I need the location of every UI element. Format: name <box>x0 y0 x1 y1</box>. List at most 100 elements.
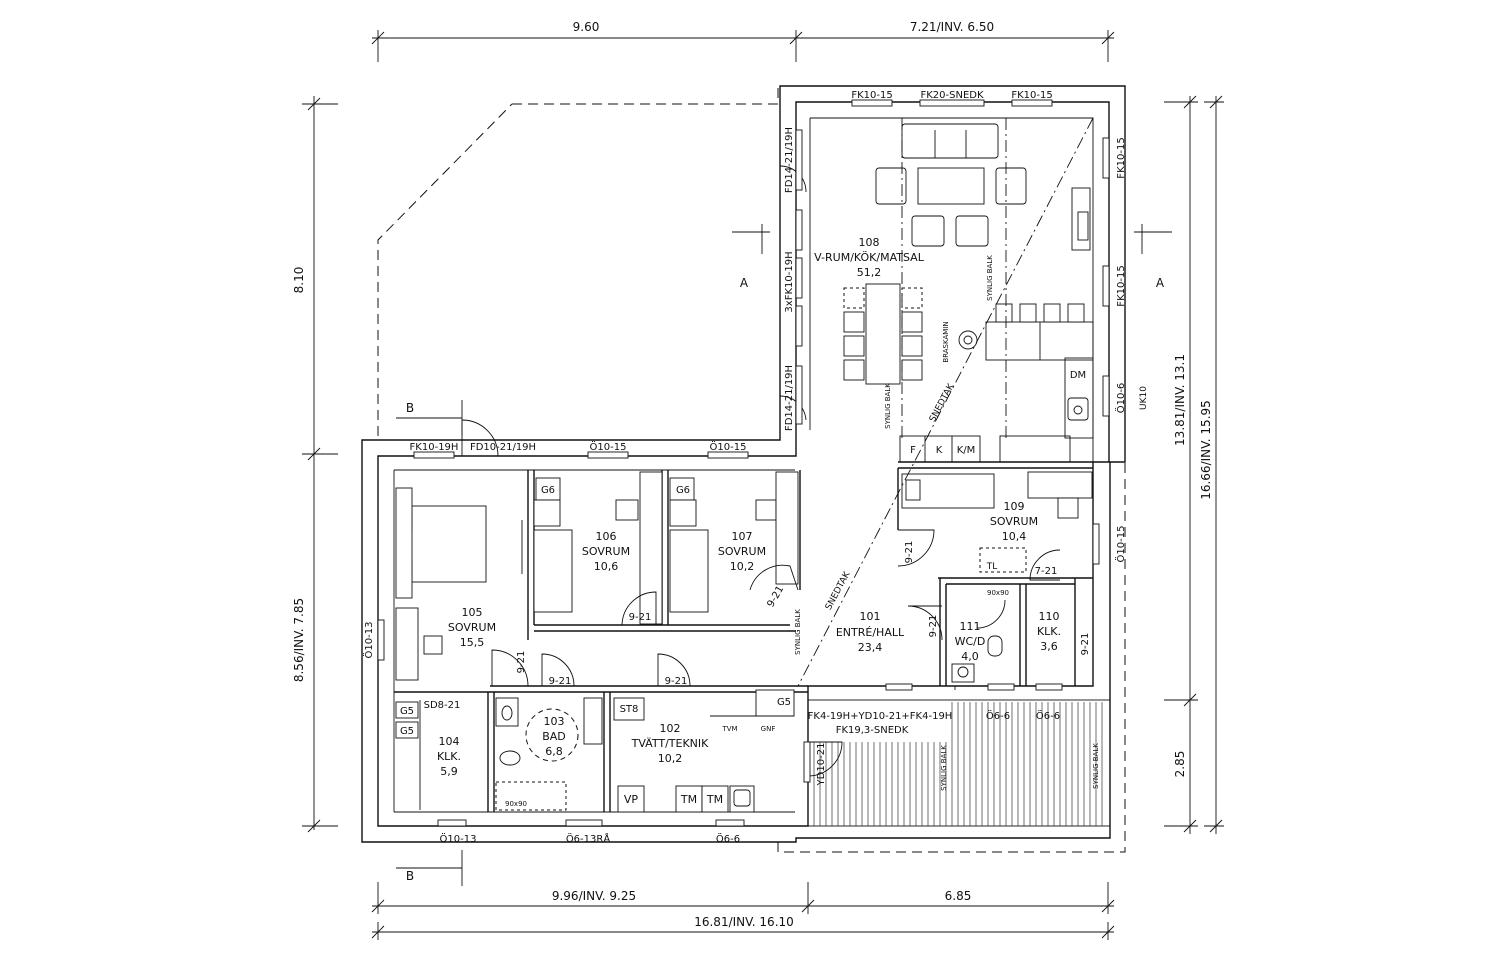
annotation-synlig-balk-1: SYNLIG BALK <box>986 255 994 301</box>
annotation-g6-107: G6 <box>676 485 690 496</box>
room-name: SOVRUM <box>990 515 1038 528</box>
room-name: KLK. <box>1037 625 1061 638</box>
window-label-top-2: FK20-SNEDK <box>920 90 983 101</box>
room-area: 23,4 <box>858 641 883 654</box>
room-area: 10,6 <box>594 560 619 573</box>
room-area: 10,4 <box>1002 530 1027 543</box>
room-area: 4,0 <box>961 650 979 663</box>
annotation-tm-1: TM <box>680 793 697 806</box>
door-label-111: 9-21 <box>928 615 939 638</box>
room-number: 105 <box>462 606 483 619</box>
window-label-top-1: FK10-15 <box>851 90 892 101</box>
door-label-109: 9-21 <box>904 541 915 564</box>
annotation-snedtak-2: SNEDTAK <box>824 569 853 612</box>
room-number: 104 <box>439 735 460 748</box>
window-label-right-4: Ö10-15 <box>1114 526 1127 563</box>
window-label-mid-3: Ö10-15 <box>590 440 627 453</box>
window-label-right-3: Ö10-6 <box>1114 383 1127 414</box>
door-label-107: 9-21 <box>765 584 786 609</box>
room-number: 109 <box>1004 500 1025 513</box>
room-name: KLK. <box>437 750 461 763</box>
dim-bottom-left: 9.96/INV. 9.25 <box>552 889 636 903</box>
deck-hatch <box>807 699 1111 827</box>
room-number: 103 <box>544 715 565 728</box>
annotation-synlig-balk-2: SYNLIG BALK <box>884 383 892 429</box>
room-name: V-RUM/KÖK/MATSAL <box>814 251 925 264</box>
room-101: 101 ENTRÉ/HALL 23,4 <box>836 610 905 654</box>
room-number: 101 <box>860 610 881 623</box>
dim-right-upper: 13.81/INV. 13.1 <box>1173 354 1187 446</box>
annotation-g5-1: G5 <box>400 706 414 717</box>
annotation-k: K <box>936 445 943 456</box>
window-label-left-1: FD14-21/19H <box>784 127 795 193</box>
room-name: WC/D <box>955 635 986 648</box>
window-label-mid-4: Ö10-15 <box>710 440 747 453</box>
room-104: 104 KLK. 5,9 <box>437 735 461 778</box>
window-label-bottom-3: Ö6-6 <box>716 832 740 845</box>
window-label-right-1: FK10-15 <box>1116 137 1127 178</box>
annotation-synlig-balk-5: SYNLIG BALK <box>1092 743 1100 789</box>
annotation-tm-2: TM <box>706 793 723 806</box>
room-105: 105 SOVRUM 15,5 <box>448 606 496 649</box>
annotation-km: K/M <box>957 445 976 456</box>
room-name: TVÄTT/TEKNIK <box>631 737 710 750</box>
room-106: 106 SOVRUM 10,6 <box>582 530 630 573</box>
window-label-entry-3: Ö6-6 <box>986 709 1010 722</box>
room-name: SOVRUM <box>582 545 630 558</box>
door-label-105: 9-21 <box>516 651 527 674</box>
roof-outline <box>361 85 1126 853</box>
room-number: 106 <box>596 530 617 543</box>
door-label-sd: SD8-21 <box>424 700 461 711</box>
dim-top-right: 7.21/INV. 6.50 <box>910 20 994 34</box>
room-area: 51,2 <box>857 266 882 279</box>
room-name: SOVRUM <box>718 545 766 558</box>
window-label-entry-4: Ö6-6 <box>1036 709 1060 722</box>
annotation-gnf: GNF <box>761 725 776 733</box>
window-label-entry-1: FK4-19H+YD10-21+FK4-19H <box>808 711 953 722</box>
room-111: 111 WC/D 4,0 <box>955 620 986 663</box>
door-swings <box>461 165 1061 777</box>
section-b-bottom: B <box>406 869 414 883</box>
dim-right-lower: 2.85 <box>1173 751 1187 778</box>
dim-right-total: 16.66/INV. 15.95 <box>1199 400 1213 500</box>
window-label-west: Ö10-13 <box>362 622 375 659</box>
room-name: ENTRÉ/HALL <box>836 626 905 639</box>
dim-left-lower: 8.56/INV. 7.85 <box>292 598 306 682</box>
window-label-mid-2: FD10-21/19H <box>470 442 536 453</box>
annotation-vp: VP <box>624 793 639 806</box>
annotation-shower-wc: 90x90 <box>987 589 1009 597</box>
window-label-entry-2: FK19,3-SNEDK <box>836 725 909 736</box>
room-area: 3,6 <box>1040 640 1058 653</box>
room-area: 6,8 <box>545 745 563 758</box>
room-number: 107 <box>732 530 753 543</box>
door-label-106: 9-21 <box>629 612 652 623</box>
dim-left-upper: 8.10 <box>292 267 306 294</box>
room-name: SOVRUM <box>448 621 496 634</box>
annotation-uk10: UK10 <box>1139 386 1149 410</box>
room-103: 103 BAD 6,8 <box>542 715 566 758</box>
room-number: 110 <box>1039 610 1060 623</box>
annotation-g6-106: G6 <box>541 485 555 496</box>
window-label-left-2: 3xFK10-19H <box>784 251 795 312</box>
room-102: 102 TVÄTT/TEKNIK 10,2 <box>631 722 710 765</box>
dimension-lines <box>302 30 1224 940</box>
beam-lines <box>797 117 1094 690</box>
dim-bottom-right: 6.85 <box>945 889 972 903</box>
annotation-tvm: TVM <box>721 725 737 733</box>
window-label-top-3: FK10-15 <box>1011 90 1052 101</box>
window-label-bottom-2: Ö6-13RÅ <box>566 832 611 845</box>
door-label-103: 9-21 <box>549 676 572 687</box>
annotation-braskamin: BRASKAMIN <box>942 321 950 362</box>
door-label-110: 9-21 <box>1080 633 1091 656</box>
door-label-entry: YD10-21 <box>816 743 827 787</box>
annotation-tl: TL <box>986 562 998 572</box>
room-109: 109 SOVRUM 10,4 <box>990 500 1038 543</box>
window-label-bottom-1: Ö10-13 <box>440 832 477 845</box>
annotation-dm: DM <box>1070 370 1086 381</box>
dim-bottom-total: 16.81/INV. 16.10 <box>694 915 794 929</box>
room-108: 108 V-RUM/KÖK/MATSAL 51,2 <box>814 236 925 279</box>
room-110: 110 KLK. 3,6 <box>1037 610 1061 653</box>
window-symbols <box>377 99 1110 827</box>
annotation-st8: ST8 <box>620 704 639 715</box>
